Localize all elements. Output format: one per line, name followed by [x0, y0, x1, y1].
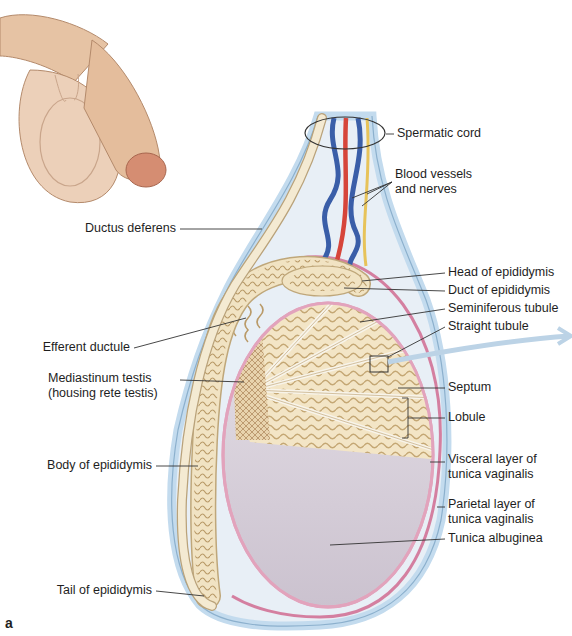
leader-line	[156, 466, 198, 467]
cord-callout	[305, 117, 385, 149]
leader-lines	[134, 134, 445, 596]
artery	[336, 118, 346, 264]
leader-line	[180, 229, 262, 230]
visceral-layer	[223, 303, 433, 607]
part-label: Parietal layer of tunica vaginalis	[448, 497, 562, 527]
detail-arrowhead	[558, 328, 571, 344]
mediastinum	[232, 330, 270, 440]
epididymis-head	[282, 266, 362, 296]
leader-line	[437, 507, 445, 508]
part-label: Lobule	[448, 410, 486, 425]
leader-line	[352, 182, 392, 206]
part-label: Blood vessels and nerves	[395, 167, 487, 197]
inset-cord	[55, 74, 79, 101]
part-label: Tail of epididymis	[57, 583, 152, 598]
ductus-deferens-edge	[182, 118, 322, 606]
vein	[322, 118, 338, 262]
leader-line	[388, 327, 445, 357]
rete-testis	[232, 330, 270, 440]
bracket	[402, 398, 445, 438]
part-label: Head of epididymis	[448, 265, 554, 280]
leader-line	[344, 288, 445, 291]
epididymis-edge	[203, 269, 358, 596]
part-label: Visceral layer of tunica vaginalis	[448, 452, 562, 482]
duct-of-epididymis	[203, 269, 358, 596]
inset-figure	[0, 15, 166, 203]
detail-arrow	[388, 336, 570, 362]
part-label: Tunica albuginea	[448, 531, 543, 546]
lobules	[232, 298, 440, 460]
part-label: Seminiferous tubule	[448, 301, 558, 316]
part-label: Duct of epididymis	[448, 283, 550, 298]
leader-line	[330, 539, 445, 545]
leader-line	[360, 309, 445, 322]
part-label: Spermatic cord	[397, 126, 481, 141]
part-label: Body of epididymis	[47, 458, 152, 473]
leader-line	[180, 380, 244, 382]
inset-glans	[126, 153, 166, 187]
ductus-deferens	[182, 118, 322, 606]
leader-line	[362, 273, 445, 281]
leader-line	[156, 591, 204, 596]
detail-box	[370, 356, 388, 372]
septa	[252, 300, 440, 452]
part-label: Mediastinum testis (housing rete testis)	[48, 371, 176, 401]
leader-line	[430, 462, 445, 463]
epididymis	[203, 269, 358, 596]
part-label: Efferent ductule	[43, 340, 130, 355]
leader-line	[134, 318, 246, 348]
part-label: Ductus deferens	[85, 221, 176, 236]
leader-line	[398, 388, 445, 389]
septa-edge	[252, 300, 440, 452]
leader-line	[386, 134, 394, 135]
vein	[350, 118, 360, 266]
figure-letter: a	[5, 616, 13, 631]
part-label: Septum	[448, 380, 491, 395]
part-label: Straight tubule	[448, 319, 529, 334]
